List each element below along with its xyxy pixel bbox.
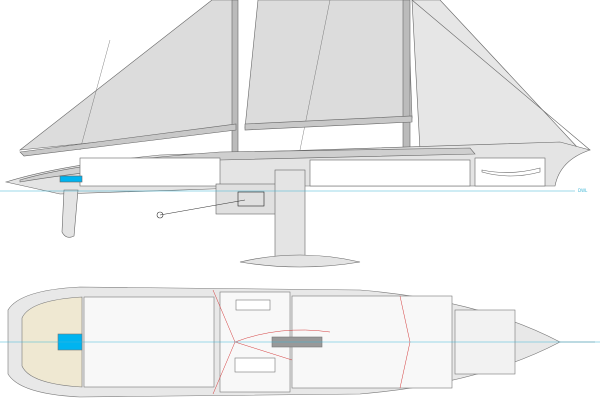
mizzen-boom [19,123,237,157]
mizzen-mast [231,0,239,161]
profile-view [4,0,592,268]
rudder [61,189,79,238]
dining-table [234,357,276,373]
keel-bulb [239,254,361,268]
interior-aft [79,157,221,187]
keel-fin [274,169,306,259]
deckhouse [19,147,476,183]
propeller [156,211,164,219]
engine-room [215,183,277,215]
main-sail [244,0,413,129]
main-mast [402,0,411,159]
interior-saloon [309,159,471,187]
pool-profile [59,175,83,183]
main-boom [244,115,413,131]
propeller-shaft [159,199,246,216]
engine [237,191,265,207]
waterline-label: DWL [578,188,588,193]
headsail [411,0,579,151]
mizzen-sail [18,0,237,151]
sofa [235,299,271,311]
tender [481,167,541,177]
forestay [411,0,591,151]
